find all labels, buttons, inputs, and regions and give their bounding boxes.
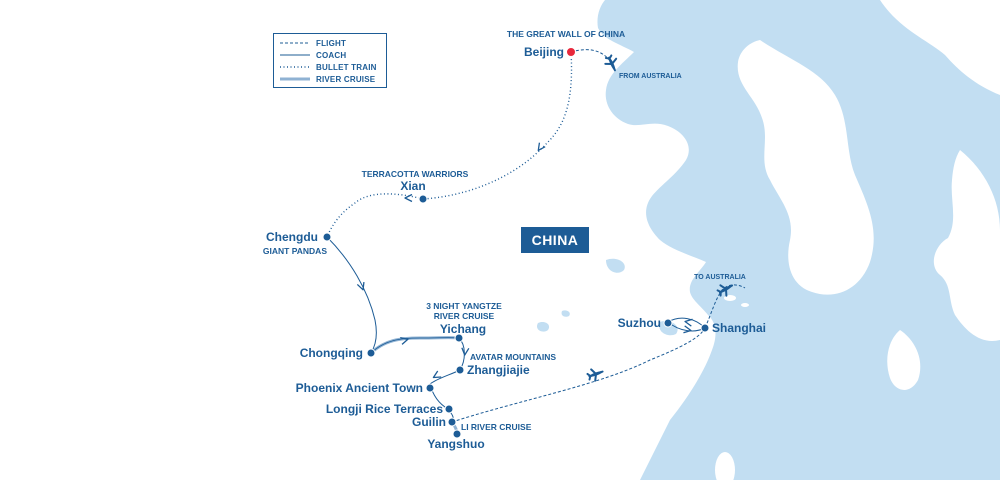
flight-note-to-australia: TO AUSTRALIA <box>694 274 746 281</box>
highlight-great-wall: THE GREAT WALL OF CHINA <box>507 29 625 39</box>
highlight-yangtze-line2: RIVER CRUISE <box>434 311 495 321</box>
legend-item-flight: FLIGHT <box>280 37 380 49</box>
bullet-train-xian-chengdu <box>326 193 424 238</box>
legend-swatch-solid <box>280 54 310 56</box>
legend-swatch-dashed <box>280 42 310 44</box>
stop-label-zhangjiajie: Zhangjiajie <box>467 363 530 377</box>
legend-label: RIVER CRUISE <box>316 74 376 84</box>
coach-chengdu-chongqing <box>326 236 377 354</box>
stop-label-longji: Longji Rice Terraces <box>326 402 443 416</box>
stop-dot-suzhou <box>663 318 673 328</box>
highlight-terracotta: TERRACOTTA WARRIORS <box>362 169 469 179</box>
legend-swatch-thick <box>280 77 310 81</box>
stop-dot-xian <box>418 194 428 204</box>
highlight-pandas: GIANT PANDAS <box>263 246 327 256</box>
flight-route-into-beijing <box>570 49 613 65</box>
stop-dot-longji <box>444 404 454 414</box>
highlight-yangtze-line1: 3 NIGHT YANGTZE <box>426 301 502 311</box>
stop-dot-chengdu <box>322 232 332 242</box>
legend-item-river-cruise: RIVER CRUISE <box>280 73 380 85</box>
stop-dot-zhangjiajie <box>455 365 465 375</box>
stop-label-chongqing: Chongqing <box>300 346 363 360</box>
legend-item-bullet-train: BULLET TRAIN <box>280 61 380 73</box>
stop-label-suzhou: Suzhou <box>618 316 661 330</box>
map-legend: FLIGHT COACH BULLET TRAIN RIVER CRUISE <box>273 33 387 88</box>
stop-dot-yichang <box>454 333 464 343</box>
stop-dot-phoenix <box>425 383 435 393</box>
legend-label: COACH <box>316 50 347 60</box>
korean-peninsula <box>737 40 874 295</box>
map-labels: THE GREAT WALL OF CHINA Beijing FROM AUS… <box>263 29 766 451</box>
legend-label: BULLET TRAIN <box>316 62 377 72</box>
stop-label-xian: Xian <box>400 179 425 193</box>
stop-label-beijing: Beijing <box>524 45 564 59</box>
stop-label-guilin: Guilin <box>412 415 446 429</box>
airplane-icon <box>585 364 606 384</box>
japan <box>880 0 1000 390</box>
stop-dot-beijing <box>566 47 576 57</box>
stop-label-shanghai: Shanghai <box>712 321 766 335</box>
islands <box>715 295 749 480</box>
stop-label-phoenix: Phoenix Ancient Town <box>296 381 423 395</box>
legend-swatch-dotted <box>280 66 310 68</box>
flight-note-from-australia: FROM AUSTRALIA <box>619 73 682 80</box>
stop-label-yangshuo: Yangshuo <box>427 437 484 451</box>
legend-label: FLIGHT <box>316 38 347 48</box>
highlight-avatar: AVATAR MOUNTAINS <box>470 352 556 362</box>
stop-markers <box>322 47 710 439</box>
stop-dot-shanghai <box>700 323 710 333</box>
stop-label-chengdu: Chengdu <box>266 230 318 244</box>
legend-item-coach: COACH <box>280 49 380 61</box>
stop-dot-guilin <box>447 417 457 427</box>
stop-dot-chongqing <box>366 348 376 358</box>
country-label-china: CHINA <box>521 227 589 253</box>
stop-label-yichang: Yichang <box>440 322 486 336</box>
river-cruise-chongqing-yichang <box>369 336 460 355</box>
stop-dot-yangshuo <box>452 429 462 439</box>
highlight-li-river: LI RIVER CRUISE <box>461 422 532 432</box>
